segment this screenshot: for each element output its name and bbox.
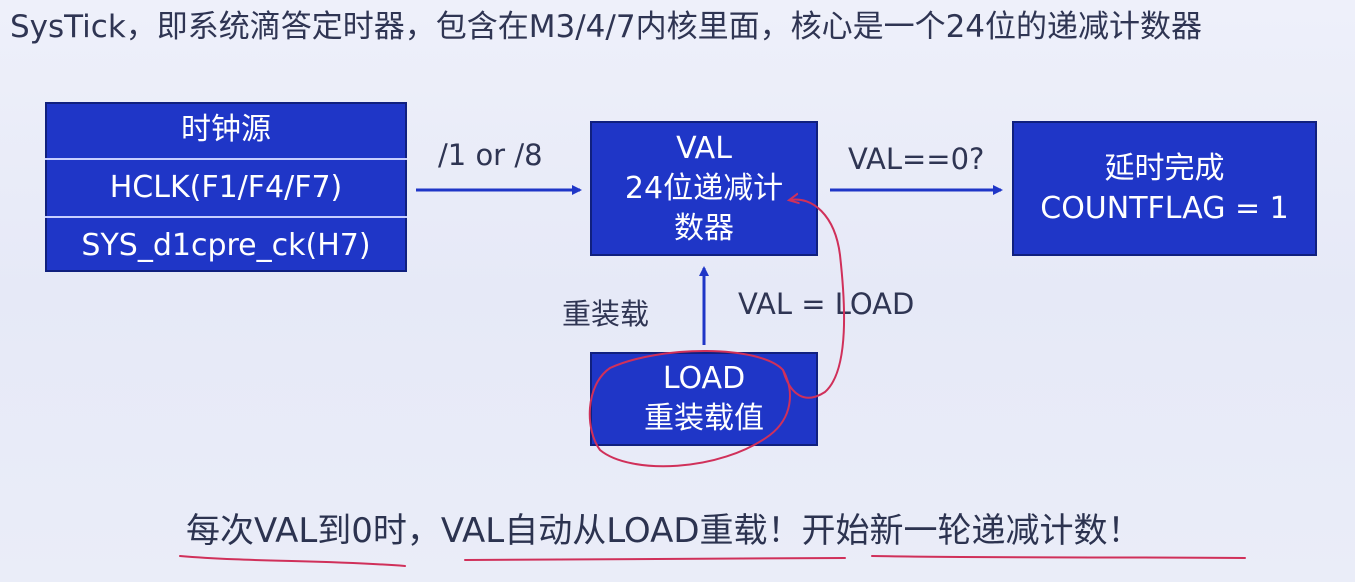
delay-done-box: 延时完成 COUNTFLAG = 1 [1012, 121, 1317, 256]
clock-source-sys-d1cpre: SYS_d1cpre_ck(H7) [81, 228, 371, 263]
underline-2 [464, 557, 846, 561]
val-box-line1: VAL [676, 130, 732, 166]
clock-source-hclk: HCLK(F1/F4/F7) [45, 160, 407, 218]
load-register-box: LOAD 重装载值 [590, 352, 818, 446]
bottom-note: 每次VAL到0时，VAL自动从LOAD重载！开始新一轮递减计数！ [186, 503, 1142, 552]
load-box-line1: LOAD [662, 361, 746, 396]
note-part1: 每次VAL到0时， [186, 511, 441, 551]
val-box-line3: 数器 [674, 210, 734, 246]
assign-label: VAL = LOAD [738, 287, 915, 321]
done-box-line2: COUNTFLAG = 1 [1040, 190, 1289, 226]
underline-1 [179, 555, 406, 567]
note-part2: VAL自动从LOAD重载！ [440, 511, 802, 551]
condition-label: VAL==0? [848, 142, 985, 176]
clock-source-header: 时钟源 [45, 102, 407, 160]
val-box-line2: 24位递减计 [624, 170, 784, 206]
load-box-line2: 重装载值 [644, 401, 764, 436]
clock-source-box: 时钟源 HCLK(F1/F4/F7) SYS_d1cpre_ck(H7) [45, 102, 407, 272]
note-part3: 开始新一轮递减计数！ [801, 511, 1142, 551]
reload-label: 重装载 [562, 297, 650, 331]
underline-3 [871, 555, 1246, 559]
slide-title: SysTick，即系统滴答定时器，包含在M3/4/7内核里面，核心是一个24位的… [10, 9, 1203, 45]
done-box-line1: 延时完成 [1104, 150, 1225, 186]
divider-label: /1 or /8 [438, 138, 543, 172]
val-counter-box: VAL 24位递减计 数器 [590, 121, 818, 256]
